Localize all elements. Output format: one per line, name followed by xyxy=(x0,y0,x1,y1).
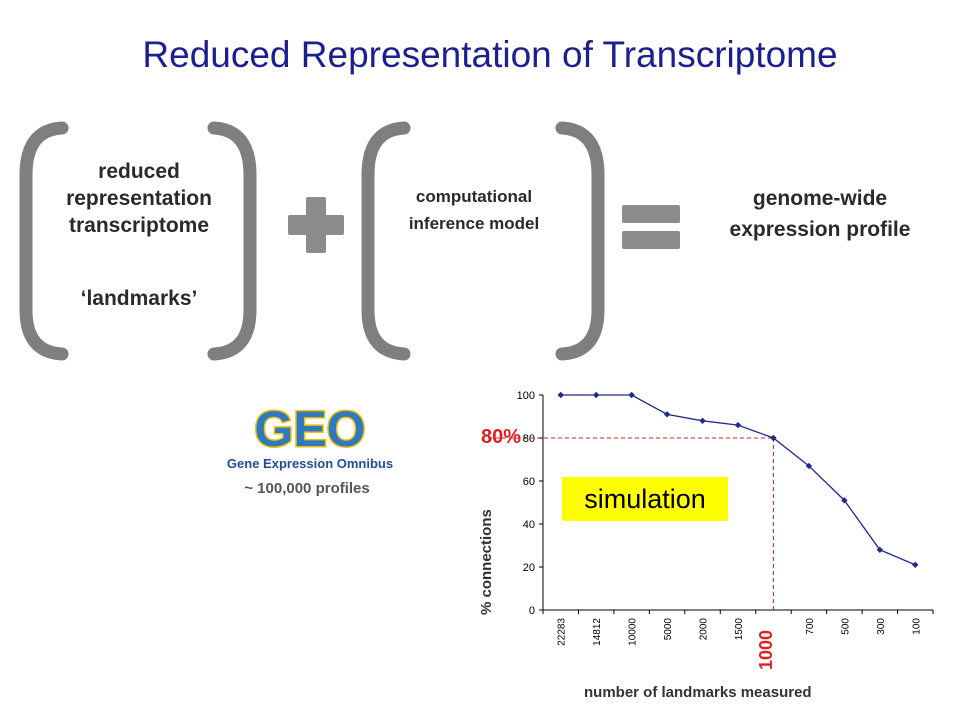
connections-chart: 0 20 40 60 80 100 22283 14812 10000 5000 2000 1500… xyxy=(488,390,934,646)
x-tick-label: 2000 xyxy=(699,618,710,641)
x-tick-label: 100 xyxy=(911,618,922,635)
y-tick-label: 100 xyxy=(517,390,535,402)
expression-profile-text: genome-wide expression profile xyxy=(700,183,940,245)
geo-logo: GEO Gene Expression Omnibus xyxy=(227,400,393,472)
reduced-representation-text: reduced representation transcriptome xyxy=(36,158,242,239)
y-tick-label: 20 xyxy=(523,562,535,574)
reduced-line-1: reduced xyxy=(98,160,180,183)
inference-line-2: inference model xyxy=(408,214,540,233)
left-bracket-1 xyxy=(19,121,69,361)
x-tick-label: 300 xyxy=(876,618,887,635)
x-tick-label: 14812 xyxy=(592,618,603,646)
y-tick-label: 0 xyxy=(529,605,535,617)
y-tick-label: 80 xyxy=(523,433,535,445)
data-point xyxy=(912,561,919,569)
data-point xyxy=(805,462,813,470)
plus-icon xyxy=(288,197,344,253)
right-bracket-2 xyxy=(555,121,605,361)
right-bracket-1 xyxy=(207,121,257,361)
x-tick-label: 700 xyxy=(805,618,816,635)
x-tick-label: 10000 xyxy=(628,618,639,646)
equals-icon xyxy=(622,205,680,249)
x-tick-label: 500 xyxy=(840,618,851,635)
data-point xyxy=(628,391,635,399)
left-bracket-2 xyxy=(361,121,411,361)
reduced-line-3: transcriptome xyxy=(68,214,210,237)
y-axis-label: % connections xyxy=(478,509,495,615)
geo-logo-mark: GEO xyxy=(254,401,365,457)
x-axis-label: number of landmarks measured xyxy=(584,684,812,701)
profile-line-1: genome-wide xyxy=(752,187,888,210)
data-point xyxy=(734,421,742,429)
geo-logo-subtitle: Gene Expression Omnibus xyxy=(227,456,393,471)
reduced-line-2: representation xyxy=(66,187,212,210)
data-point xyxy=(699,417,706,424)
x-tick-label: 1500 xyxy=(734,618,745,641)
x-marker-label: 1000 xyxy=(756,629,776,670)
data-point xyxy=(592,391,600,399)
y-marker-label: 80% xyxy=(481,426,522,448)
profile-line-2: expression profile xyxy=(729,218,911,241)
profiles-count: ~ 100,000 profiles xyxy=(244,480,370,497)
data-point xyxy=(663,411,671,418)
simulation-badge: simulation xyxy=(562,477,728,521)
data-point xyxy=(557,391,564,399)
x-tick-label: 22283 xyxy=(557,618,568,646)
y-tick-label: 40 xyxy=(523,519,535,531)
inference-model-text: computational inference model xyxy=(374,183,574,237)
landmarks-text: ‘landmarks’ xyxy=(80,287,198,310)
x-tick-label: 5000 xyxy=(663,618,674,641)
y-tick-label: 60 xyxy=(523,476,535,488)
data-point xyxy=(841,497,848,504)
inference-line-1: computational xyxy=(415,187,533,206)
slide-title: Reduced Representation of Transcriptome xyxy=(142,34,838,75)
